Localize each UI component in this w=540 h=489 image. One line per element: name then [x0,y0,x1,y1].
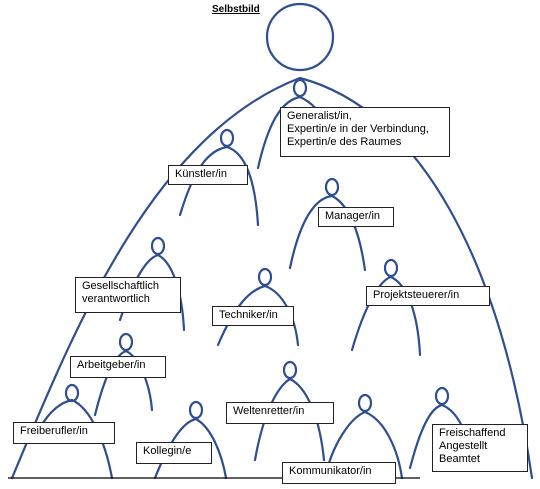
figure-head-freiberufler [64,383,80,403]
figure-body-kommunikator [323,410,404,480]
role-projektsteuerer: Projektsteuerer/in [366,286,490,306]
diagram-title: Selbstbild [212,4,260,15]
role-arbeitgeber: Arbeitgeber/in [70,356,166,378]
role-kollegin: Kollegin/e [136,442,212,464]
role-gesellschaftlich: Gesellschaftlich verantwortlich [75,277,181,313]
figure-head-weltenretter [282,360,298,380]
role-generalist: Generalist/in, Expertin/e in der Verbind… [280,107,450,157]
figure-body-weltenretter [253,377,326,462]
figure-body-manager [288,194,367,272]
figure-head-manager [324,177,340,197]
figure-head-generalist [292,78,308,98]
role-kommunikator: Kommunikator/in [282,462,396,484]
role-freischaffend: Freischaffend Angestellt Beamtet [432,424,528,472]
figure-head-arbeitgeber [118,332,134,352]
figure-body-arbeitgeber [93,349,154,417]
role-weltenretter: Weltenretter/in [226,402,334,424]
figure-head-kommunikator [357,393,373,413]
role-kuenstler: Künstler/in [168,165,248,185]
figure-head-kollegin [188,400,204,420]
role-freiberufler: Freiberufler/in [13,422,115,444]
figure-head-kuenstler [219,128,235,148]
figure-head-projektsteuerer [383,258,399,278]
figure-head-techniker [257,267,273,287]
role-techniker: Techniker/in [212,306,294,326]
figure-body-kuenstler [178,145,260,227]
main-head [265,2,335,72]
role-manager: Manager/in [318,207,394,227]
figure-body-freiberufler [38,398,114,480]
figure-head-gesellschaftlich [150,236,166,256]
figure-body-projektsteuerer [350,275,422,357]
figure-head-freischaffend [434,386,450,406]
